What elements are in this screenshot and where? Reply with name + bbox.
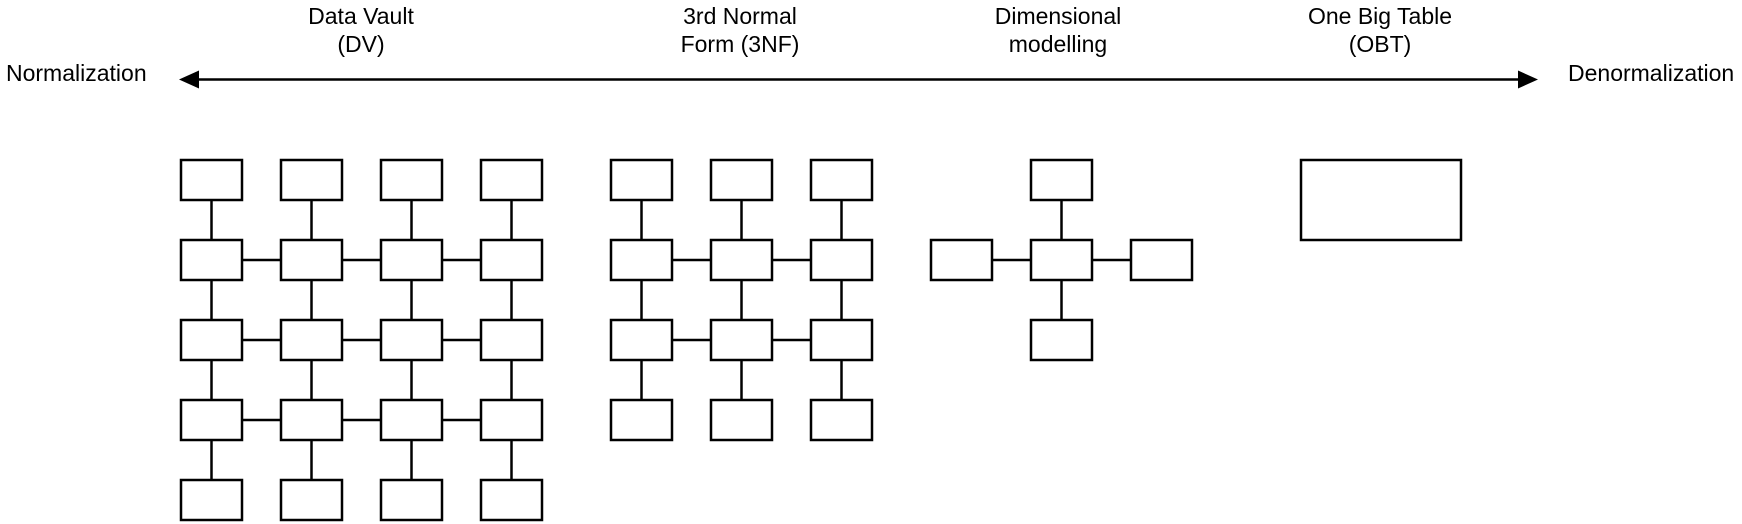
approach-label-line: Data Vault [308, 3, 414, 29]
table-box [809, 398, 874, 442]
table-box [179, 318, 244, 362]
table-box [609, 398, 674, 442]
table-box [179, 398, 244, 442]
table-box [809, 238, 874, 282]
approach-label-data-vault: Data Vault (DV) [308, 2, 414, 58]
table-box [279, 398, 344, 442]
table-box [379, 158, 444, 202]
table-box [609, 158, 674, 202]
approach-label-obt: One Big Table (OBT) [1308, 2, 1452, 58]
table-box [1029, 158, 1094, 202]
table-box [179, 478, 244, 522]
denormalization-label: Denormalization [1568, 60, 1735, 86]
table-box [379, 478, 444, 522]
table-box [379, 238, 444, 282]
table-box [479, 398, 544, 442]
approach-label-line: 3rd Normal [683, 3, 797, 29]
approach-label-line: Dimensional [994, 3, 1122, 29]
table-box [1129, 238, 1194, 282]
table-box [479, 238, 544, 282]
approach-label-line: Form (3NF) [680, 31, 800, 57]
table-box [709, 398, 774, 442]
table-box [179, 238, 244, 282]
table-box [809, 158, 874, 202]
table-box [179, 158, 244, 202]
approach-label-line: (OBT) [1348, 31, 1412, 57]
table-box [709, 318, 774, 362]
approach-label-3nf: 3rd Normal Form (3NF) [681, 2, 800, 58]
arrowhead-left-icon [179, 70, 199, 89]
table-box [709, 238, 774, 282]
table-box [479, 158, 544, 202]
table-box [279, 158, 344, 202]
approach-label-dimensional: Dimensional modelling [995, 2, 1122, 58]
normalization-label: Normalization [6, 60, 147, 86]
table-box [809, 318, 874, 362]
approach-label-line: One Big Table [1307, 3, 1453, 29]
approach-label-line: (DV) [337, 31, 385, 57]
table-box [379, 318, 444, 362]
table-box [379, 398, 444, 442]
arrowhead-right-icon [1518, 70, 1538, 89]
table-box [1299, 158, 1463, 242]
table-box [279, 318, 344, 362]
approach-label-line: modelling [1008, 31, 1108, 57]
table-box [929, 238, 994, 282]
table-box [709, 158, 774, 202]
table-box [609, 238, 674, 282]
table-box [479, 318, 544, 362]
table-box [609, 318, 674, 362]
table-box [1029, 238, 1094, 282]
table-box [479, 478, 544, 522]
table-box [279, 478, 344, 522]
table-box [279, 238, 344, 282]
table-box [1029, 318, 1094, 362]
